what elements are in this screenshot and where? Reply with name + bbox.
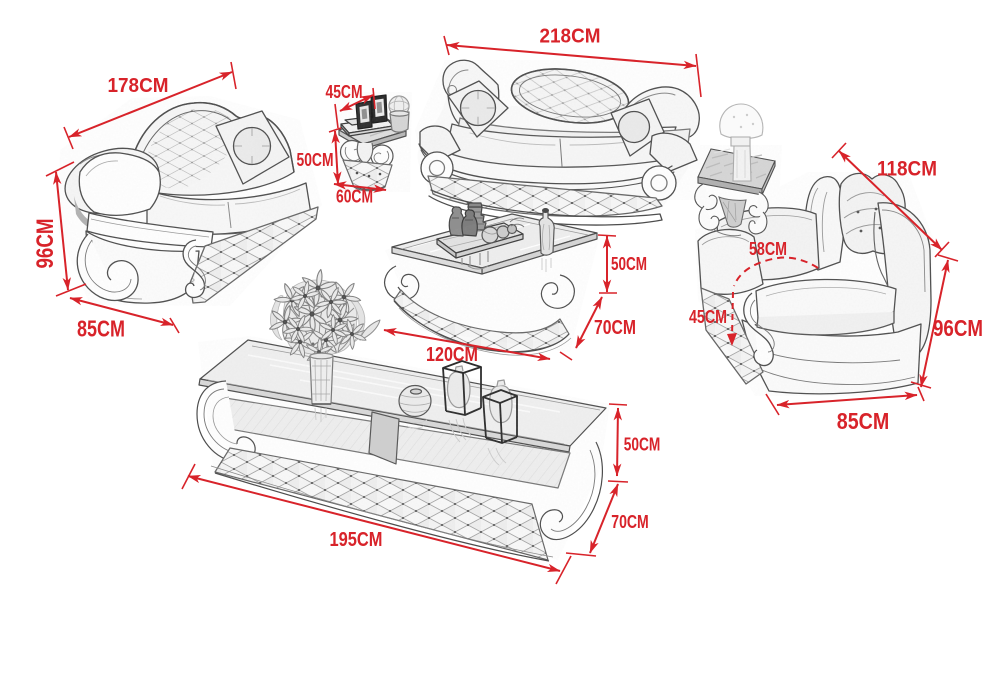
svg-text:45CM: 45CM xyxy=(326,82,363,102)
svg-text:70CM: 70CM xyxy=(594,317,636,339)
svg-text:70CM: 70CM xyxy=(611,512,649,532)
svg-text:96CM: 96CM xyxy=(933,315,983,341)
svg-text:60CM: 60CM xyxy=(336,187,373,207)
svg-text:58CM: 58CM xyxy=(749,239,787,259)
svg-text:85CM: 85CM xyxy=(837,408,890,434)
svg-text:50CM: 50CM xyxy=(611,254,647,274)
svg-text:85CM: 85CM xyxy=(77,316,125,342)
svg-text:195CM: 195CM xyxy=(330,529,383,551)
svg-text:45CM: 45CM xyxy=(689,307,727,327)
svg-text:118CM: 118CM xyxy=(877,158,937,181)
svg-text:178CM: 178CM xyxy=(108,75,169,97)
svg-text:96CM: 96CM xyxy=(32,219,59,269)
svg-text:218CM: 218CM xyxy=(540,26,601,48)
svg-text:120CM: 120CM xyxy=(426,344,478,366)
svg-text:50CM: 50CM xyxy=(297,150,334,170)
svg-text:50CM: 50CM xyxy=(624,435,661,455)
